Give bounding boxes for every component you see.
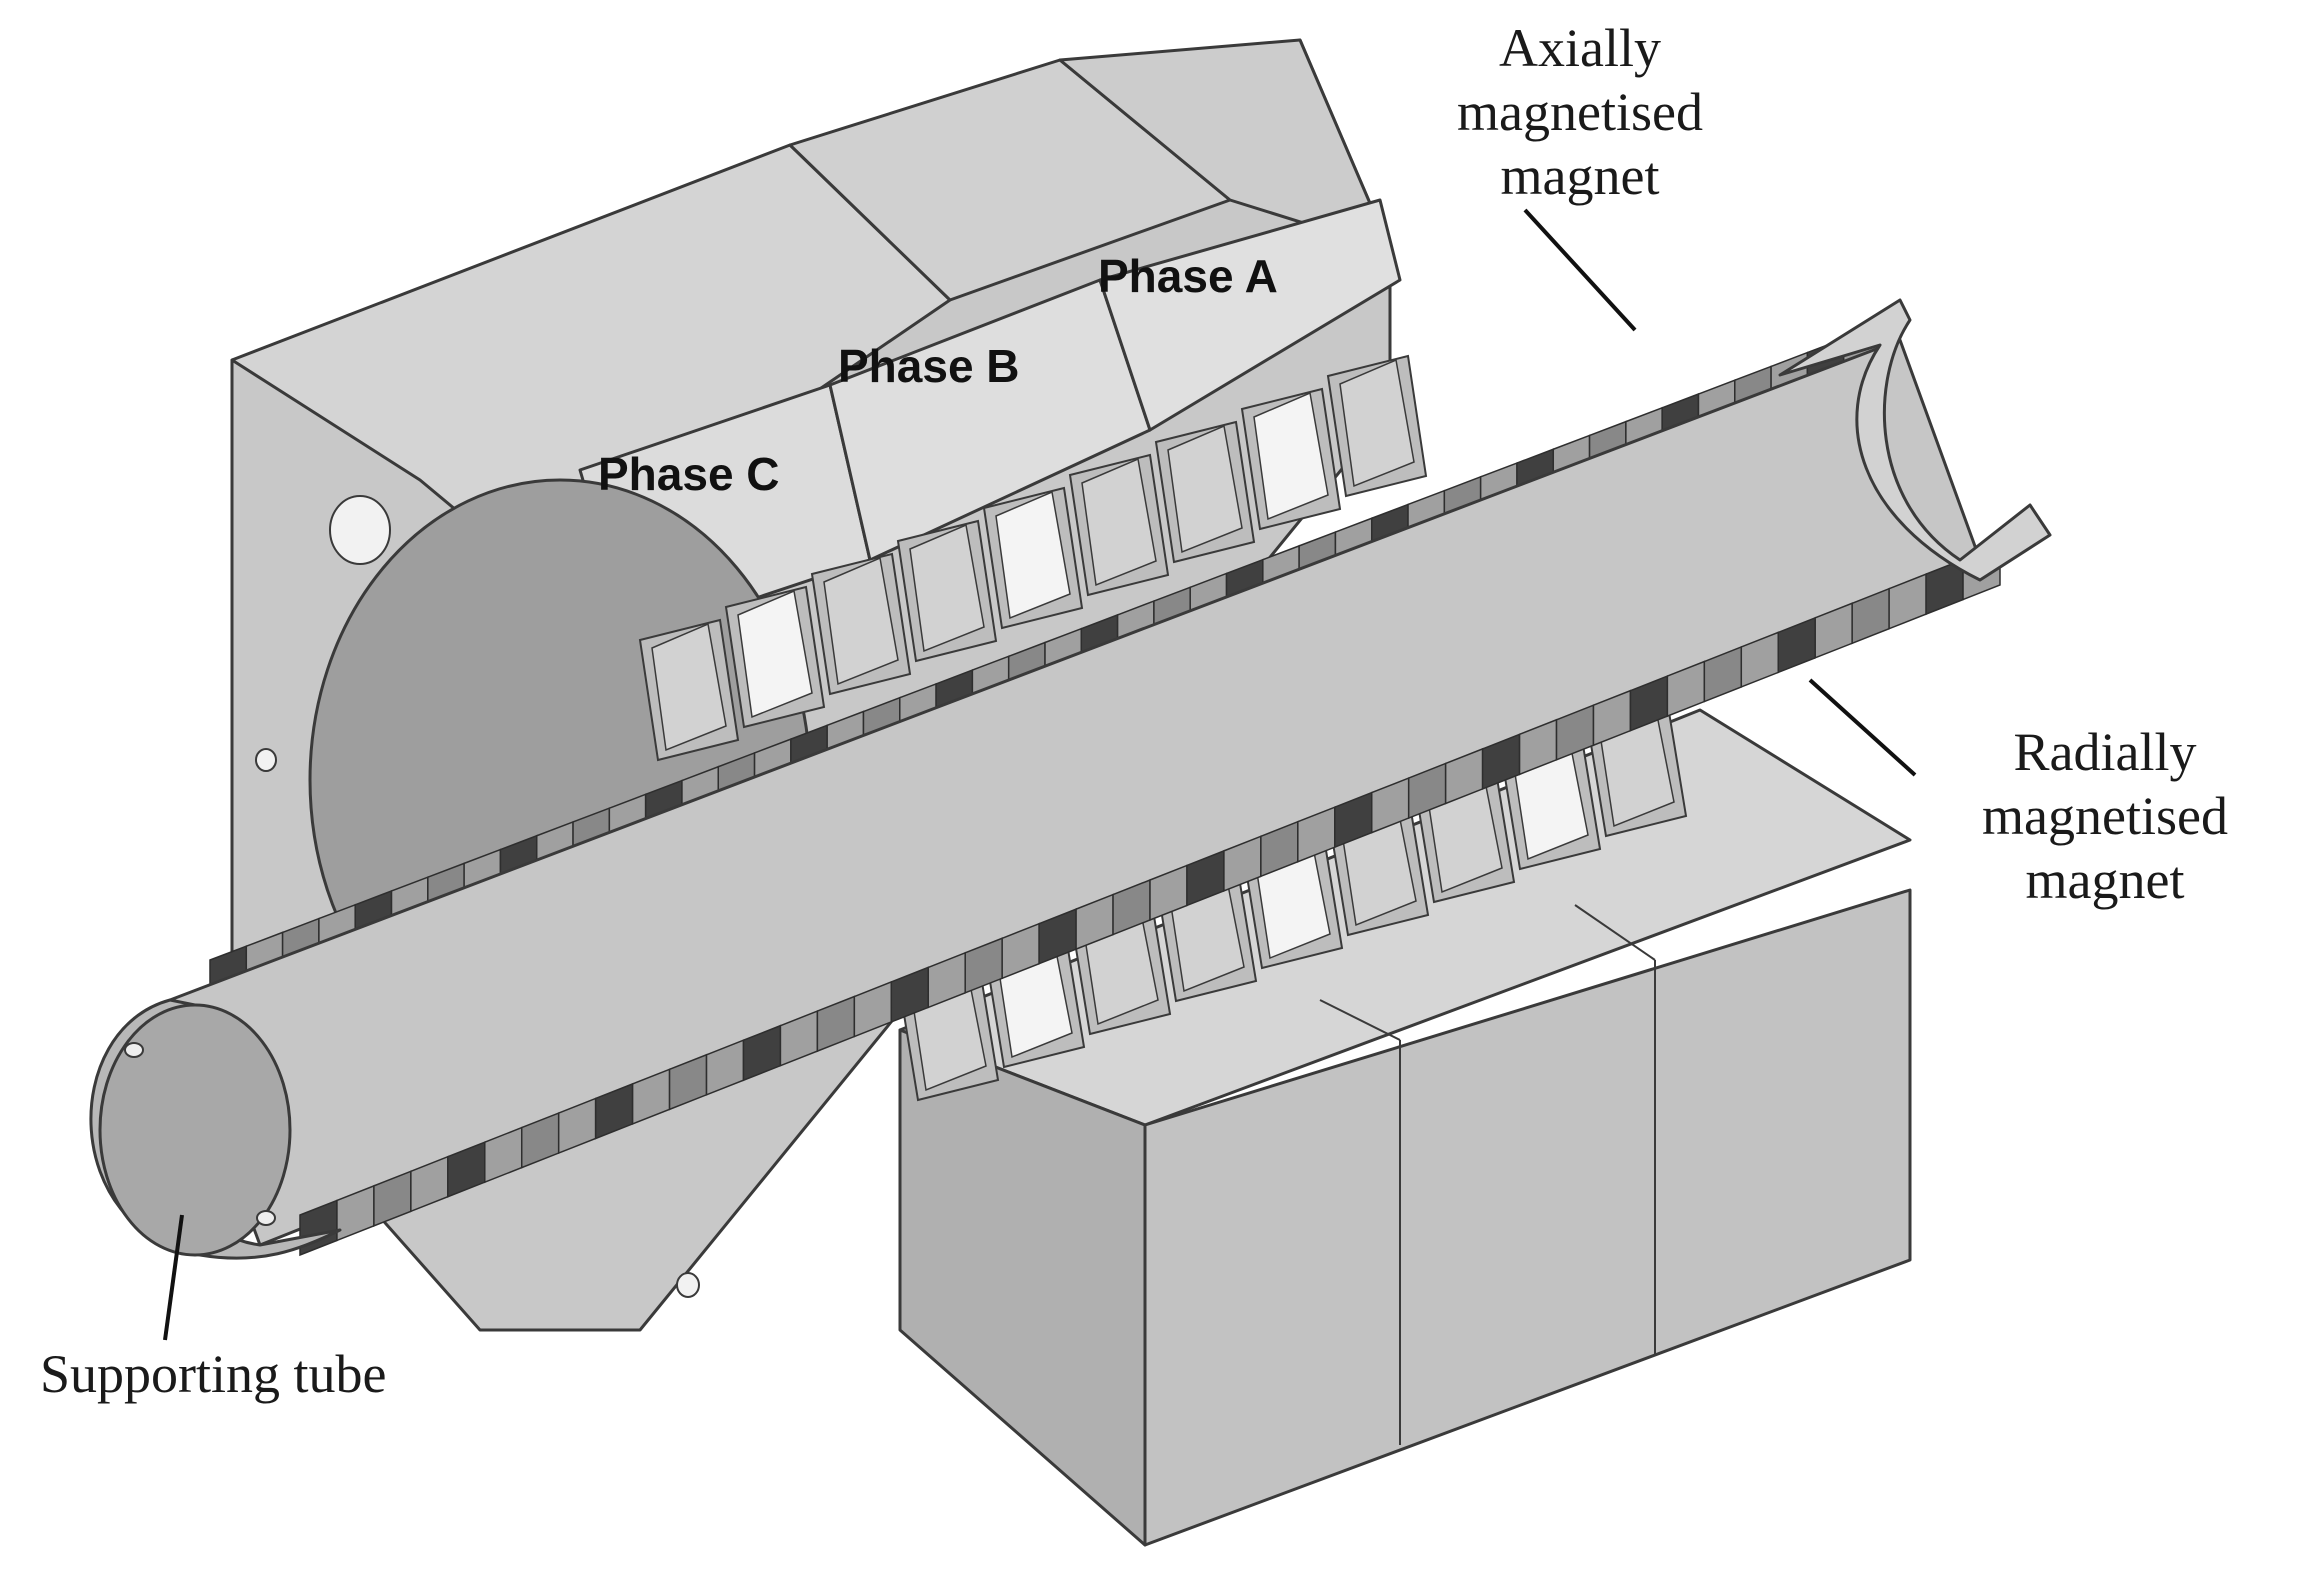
upper-slot-coil [1339, 358, 1415, 488]
radially-label-line-1: Radially [2014, 722, 2197, 782]
upper-slot-coil [737, 589, 813, 719]
upper-slot-coil [1167, 424, 1243, 554]
supporting-tube-far-end [1778, 298, 2052, 582]
upper-slot-coil [651, 622, 727, 752]
phase-b-label: Phase B [838, 340, 1020, 392]
mount-hole-small-lower [676, 1272, 700, 1298]
mount-hole-upper [329, 495, 391, 565]
stator-lower-left-face [898, 1028, 1147, 1547]
stator-segment-line-3 [1319, 999, 1401, 1041]
upper-slot-coil [995, 490, 1071, 620]
magnet-array-lower [299, 543, 2001, 1257]
radially-label-line-3: magnet [2026, 850, 2185, 910]
mount-hole-small-left [255, 748, 277, 772]
axially-label-line-2: magnetised [1457, 82, 1703, 142]
axially-label-line-1: Axially [1499, 18, 1661, 78]
upper-slot-coil [909, 523, 985, 653]
stator-segment-line-4 [1574, 904, 1656, 961]
upper-coil-array [638, 354, 1428, 762]
supporting-tube-leader-line [163, 1214, 184, 1341]
supporting-tube-label: Supporting tube [40, 1344, 387, 1404]
phase-a-label: Phase A [1098, 250, 1278, 302]
supporting-tube-opening [98, 1003, 292, 1257]
axially-leader-line [1523, 208, 1637, 332]
upper-slot-coil [823, 556, 899, 686]
phase-c-label: Phase C [598, 448, 780, 500]
stator-phase-a-face [1098, 198, 1402, 432]
axially-label-line-3: magnet [1501, 146, 1660, 206]
upper-slot-coil [1253, 391, 1329, 521]
tube-hole-2 [256, 1210, 276, 1226]
radially-leader-line [1808, 678, 1917, 777]
upper-slot-coil [1081, 457, 1157, 587]
tube-hole-1 [124, 1042, 144, 1058]
radially-label-line-2: magnetised [1982, 786, 2228, 846]
